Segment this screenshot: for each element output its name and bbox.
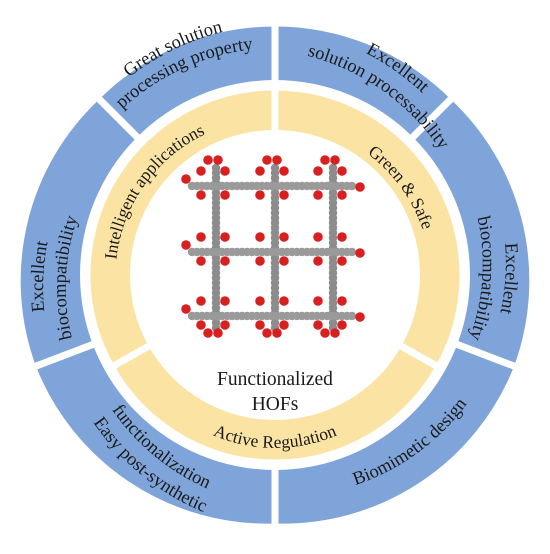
oxygen-atom [313,232,323,242]
oxygen-atom [181,240,191,250]
oxygen-atom [181,174,191,184]
oxygen-atom [355,248,365,258]
oxygen-atom [330,155,340,165]
oxygen-atom [272,328,282,338]
oxygen-atom [196,320,206,330]
oxygen-atom [337,256,347,266]
oxygen-atom [213,328,223,338]
oxygen-atom [330,328,340,338]
oxygen-atom [355,182,365,192]
oxygen-atom [196,166,206,176]
oxygen-atom [220,256,230,266]
carbon-atom [347,311,357,321]
oxygen-atom [313,320,323,330]
oxygen-atom [337,232,347,242]
oxygen-atom [279,166,289,176]
oxygen-atom [313,166,323,176]
oxygen-atom [196,296,206,306]
oxygen-atom [337,166,347,176]
oxygen-atom [355,312,365,322]
oxygen-atom [313,256,323,266]
oxygen-atom [255,232,265,242]
oxygen-atom [337,320,347,330]
oxygen-atom [279,190,289,200]
oxygen-atom [337,190,347,200]
oxygen-atom [313,296,323,306]
oxygen-atom [203,328,213,338]
oxygen-atom [262,155,272,165]
oxygen-atom [220,296,230,306]
oxygen-atom [203,155,213,165]
oxygen-atom [320,155,330,165]
oxygen-atom [255,296,265,306]
oxygen-atom [320,328,330,338]
oxygen-atom [196,190,206,200]
oxygen-atom [255,256,265,266]
oxygen-atom [255,190,265,200]
center-title-line-1: Functionalized [217,369,333,390]
oxygen-atom [220,320,230,330]
center-title-line-2: HOFs [252,394,299,415]
oxygen-atom [262,328,272,338]
oxygen-atom [213,155,223,165]
oxygen-atom [220,166,230,176]
carbon-atom [347,181,357,191]
oxygen-atom [255,166,265,176]
carbon-atom [347,247,357,257]
oxygen-atom [220,232,230,242]
oxygen-atom [220,190,230,200]
oxygen-atom [279,320,289,330]
oxygen-atom [196,256,206,266]
oxygen-atom [337,296,347,306]
hof-framework-graphic [181,155,365,338]
oxygen-atom [279,256,289,266]
oxygen-atom [272,155,282,165]
oxygen-atom [313,190,323,200]
oxygen-atom [196,232,206,242]
oxygen-atom [279,232,289,242]
oxygen-atom [279,296,289,306]
oxygen-atom [255,320,265,330]
oxygen-atom [181,304,191,314]
